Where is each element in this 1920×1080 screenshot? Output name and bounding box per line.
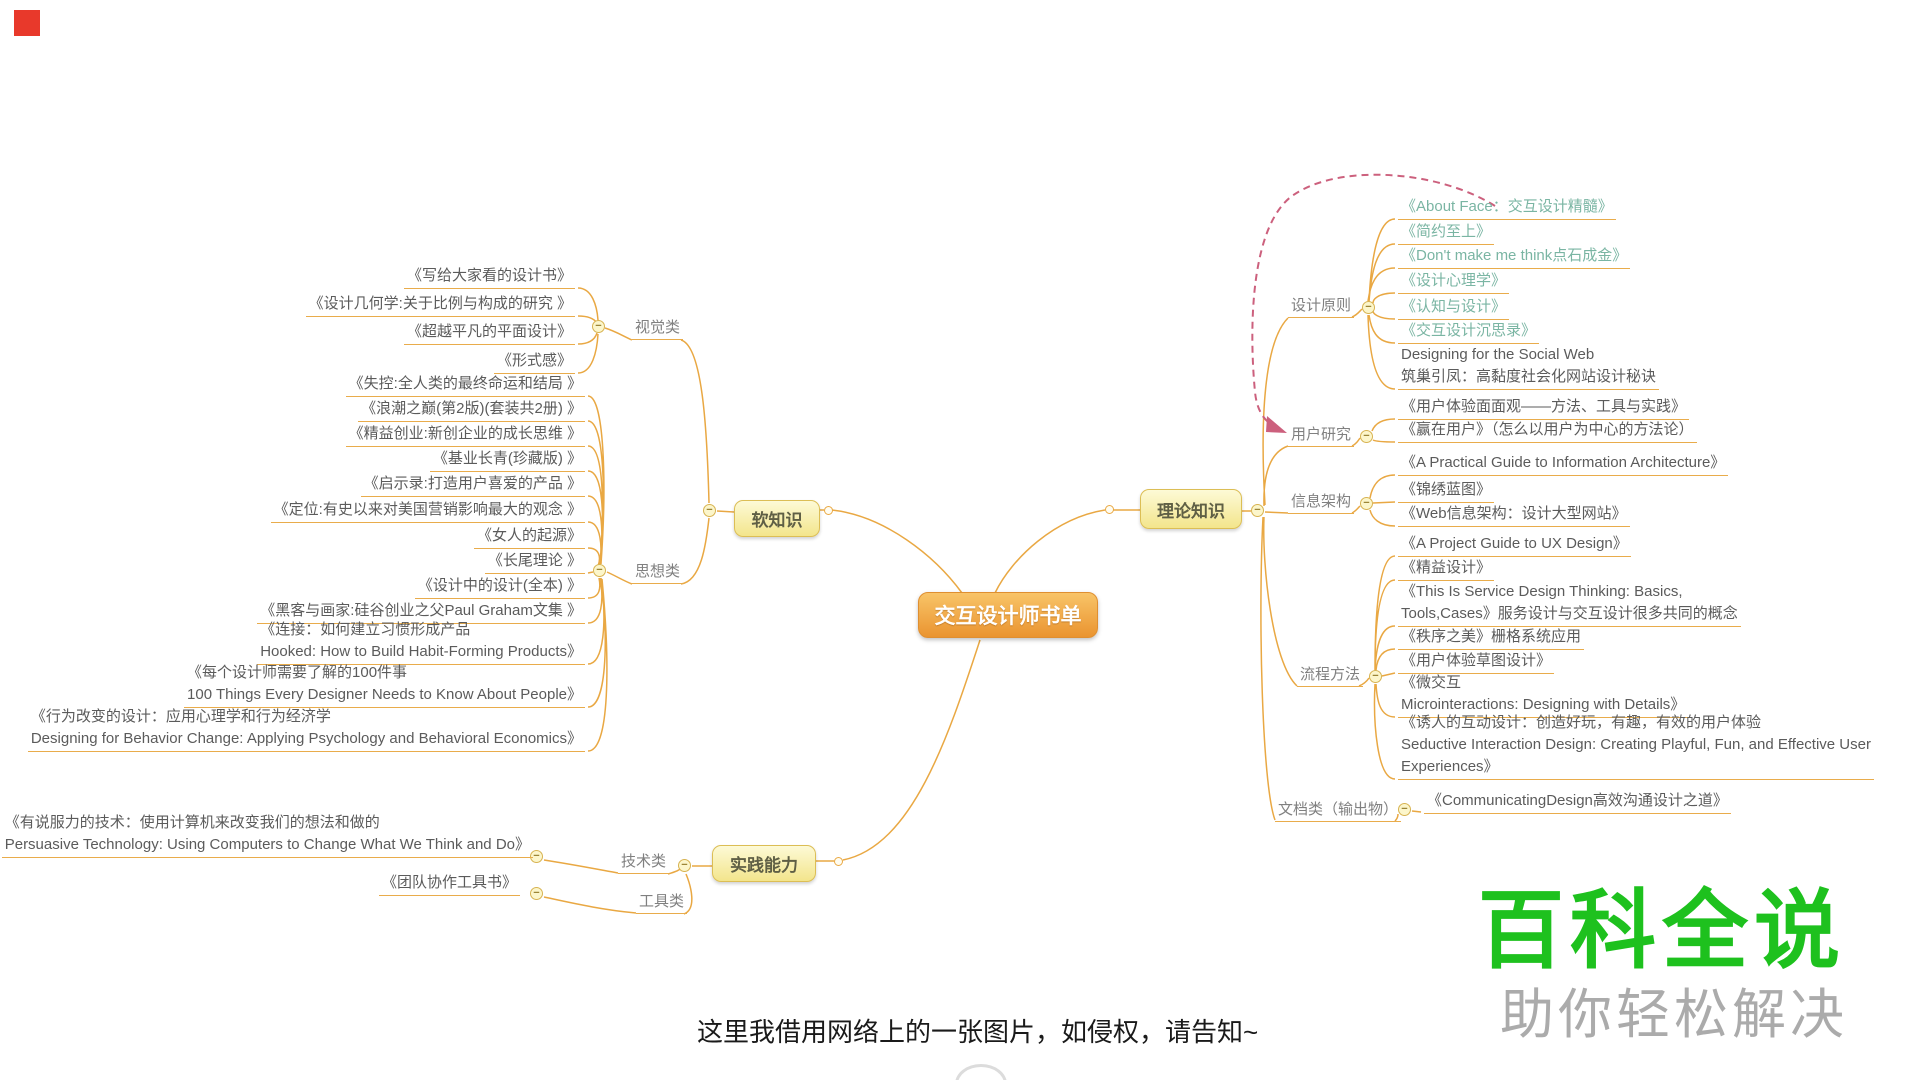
research-fan-lines xyxy=(1371,418,1396,443)
book-item: 《长尾理论 》 xyxy=(484,550,585,574)
book-item: 《有说服力的技术：使用计算机来改变我们的想法和做的 Persuasive Tec… xyxy=(1,812,533,858)
book-item: 《This Is Service Design Thinking: Basics… xyxy=(1398,581,1741,627)
book-item: 《定位:有史以来对美国营销影响最大的观念 》 xyxy=(270,499,585,523)
branch-connector-dot xyxy=(1105,505,1114,514)
book-line: Designing for Behavior Change: Applying … xyxy=(30,730,582,747)
book-item: 《基业长青(珍藏版) 》 xyxy=(429,448,585,472)
category-process-methods: 流程方法 xyxy=(1297,665,1364,687)
book-item: 《超越平凡的平面设计》 xyxy=(403,321,575,345)
soft-knowledge-node[interactable]: 软知识 xyxy=(734,500,820,537)
book-item: 《失控:全人类的最终命运和结局 》 xyxy=(345,373,585,397)
book-line: 《有说服力的技术：使用计算机来改变我们的想法和做的 xyxy=(4,814,380,831)
watermark-subtitle: 助你轻松解决 xyxy=(1500,985,1848,1045)
book-item: 《设计几何学:关于比例与构成的研究 》 xyxy=(305,293,575,317)
book-line: Seductive Interaction Design: Creating P… xyxy=(1401,736,1871,753)
collapse-minus-icon[interactable]: − xyxy=(593,564,606,577)
category-tool: 工具类 xyxy=(636,892,688,914)
book-line: Designing for the Social Web xyxy=(1401,346,1595,363)
book-item: 《精益创业:新创企业的成长思维 》 xyxy=(345,423,585,447)
book-line: 《行为改变的设计：应用心理学和行为经济学 xyxy=(30,708,331,725)
theory-knowledge-node[interactable]: 理论知识 xyxy=(1140,489,1242,529)
collapse-minus-icon[interactable]: − xyxy=(1360,430,1373,443)
category-thought: 思想类 xyxy=(632,562,684,584)
book-line: 《诱人的互动设计：创造好玩，有趣，有效的用户体验 xyxy=(1401,714,1762,731)
category-visual: 视觉类 xyxy=(632,318,684,340)
book-line: Tools,Cases》服务设计与交互设计很多共同的概念 xyxy=(1401,605,1738,622)
collapse-minus-icon[interactable]: − xyxy=(703,504,716,517)
cut-off-shape xyxy=(955,1064,1007,1080)
red-marker xyxy=(14,10,40,36)
book-line: 《微交互 xyxy=(1401,674,1462,691)
central-topic-node[interactable]: 交互设计师书单 xyxy=(918,592,1098,638)
book-item: 《黑客与画家:硅谷创业之父Paul Graham文集 》 xyxy=(257,600,585,624)
book-item: Designing for the Social Web 筑巢引凤：高黏度社会化… xyxy=(1398,344,1660,390)
book-item: 《每个设计师需要了解的100件事 100 Things Every Design… xyxy=(184,662,585,708)
book-item: 《形式感》 xyxy=(493,350,575,374)
book-line: Microinteractions: Designing with Detail… xyxy=(1401,696,1686,713)
collapse-minus-icon[interactable]: − xyxy=(1360,497,1373,510)
book-item: 《诱人的互动设计：创造好玩，有趣，有效的用户体验 Seductive Inter… xyxy=(1398,712,1874,780)
book-item: 《认知与设计》 xyxy=(1398,296,1510,320)
book-item: 《锦绣蓝图》 xyxy=(1398,479,1495,503)
collapse-minus-icon[interactable]: − xyxy=(678,859,691,872)
book-item: 《交互设计沉思录》 xyxy=(1398,320,1540,344)
category-documents: 文档类（输出物） xyxy=(1275,800,1402,822)
main-branch-lines xyxy=(814,509,1140,862)
watermark-title: 百科全说 xyxy=(1478,883,1846,979)
collapse-minus-icon[interactable]: − xyxy=(530,887,543,900)
docs-fan-line xyxy=(1411,810,1422,813)
book-line: 《This Is Service Design Thinking: Basics… xyxy=(1401,583,1683,600)
book-item: 《微交互 Microinteractions: Designing with D… xyxy=(1398,672,1689,718)
category-tech: 技术类 xyxy=(618,852,670,874)
book-line: Persuasive Technology: Using Computers t… xyxy=(4,836,530,853)
book-item: 《团队协作工具书》 xyxy=(378,872,520,896)
collapse-minus-icon[interactable]: − xyxy=(1369,670,1382,683)
collapse-minus-icon[interactable]: − xyxy=(1251,504,1264,517)
practice-ability-node[interactable]: 实践能力 xyxy=(712,845,816,882)
book-item: 《Don't make me think点石成金》 xyxy=(1398,245,1631,269)
book-line: 《连接：如何建立习惯形成产品 xyxy=(260,621,471,638)
book-line: 《每个设计师需要了解的100件事 xyxy=(187,664,408,681)
soft-branch-lines xyxy=(604,327,735,585)
book-line: Hooked: How to Build Habit-Forming Produ… xyxy=(260,643,582,660)
category-user-research: 用户研究 xyxy=(1288,425,1355,447)
book-item: 《设计心理学》 xyxy=(1398,270,1510,294)
image-caption: 这里我借用网络上的一张图片，如侵权，请告知~ xyxy=(697,1017,1259,1047)
book-item: 《女人的起源》 xyxy=(473,525,585,549)
book-item: 《用户体验草图设计》 xyxy=(1398,650,1555,674)
process-fan-lines xyxy=(1373,555,1396,780)
book-item: 《秩序之美》栅格系统应用 xyxy=(1398,626,1585,650)
book-item: 《用户体验面面观——方法、工具与实践》 xyxy=(1398,396,1690,420)
book-line: 100 Things Every Designer Needs to Know … xyxy=(187,686,582,703)
collapse-minus-icon[interactable]: − xyxy=(530,850,543,863)
book-item: 《行为改变的设计：应用心理学和行为经济学 Designing for Behav… xyxy=(27,706,585,752)
collapse-minus-icon[interactable]: − xyxy=(1362,301,1375,314)
category-information-architecture: 信息架构 xyxy=(1288,492,1355,514)
collapse-minus-icon[interactable]: − xyxy=(1398,803,1411,816)
book-line: Experiences》 xyxy=(1401,758,1499,775)
branch-connector-dot xyxy=(834,857,843,866)
book-item: 《连接：如何建立习惯形成产品 Hooked: How to Build Habi… xyxy=(257,619,585,665)
book-item: 《设计中的设计(全本) 》 xyxy=(414,575,585,599)
book-item: 《写给大家看的设计书》 xyxy=(403,265,575,289)
branch-connector-dot xyxy=(824,506,833,515)
book-item: 《A Practical Guide to Information Archit… xyxy=(1398,452,1729,476)
book-item: 《CommunicatingDesign高效沟通设计之道》 xyxy=(1424,790,1731,814)
book-line: 筑巢引凤：高黏度社会化网站设计秘诀 xyxy=(1401,368,1657,385)
relation-arrowhead xyxy=(1266,416,1287,433)
book-item: 《Web信息架构：设计大型网站》 xyxy=(1398,503,1630,527)
collapse-minus-icon[interactable]: − xyxy=(592,320,605,333)
ia-fan-lines xyxy=(1369,474,1396,527)
book-item: 《浪潮之巅(第2版)(套装共2册) 》 xyxy=(358,398,585,422)
book-item: 《精益设计》 xyxy=(1398,557,1495,581)
book-item: 《简约至上》 xyxy=(1398,221,1495,245)
theory-branch-lines xyxy=(1240,308,1399,822)
book-item: 《启示录:打造用户喜爱的产品 》 xyxy=(360,473,585,497)
category-design-principles: 设计原则 xyxy=(1288,296,1355,318)
book-item: 《A Project Guide to UX Design》 xyxy=(1398,533,1631,557)
book-item: 《About Face：交互设计精髓》 xyxy=(1398,196,1616,220)
book-item: 《赢在用户》（怎么以用户为中心的方法论） xyxy=(1398,419,1697,443)
